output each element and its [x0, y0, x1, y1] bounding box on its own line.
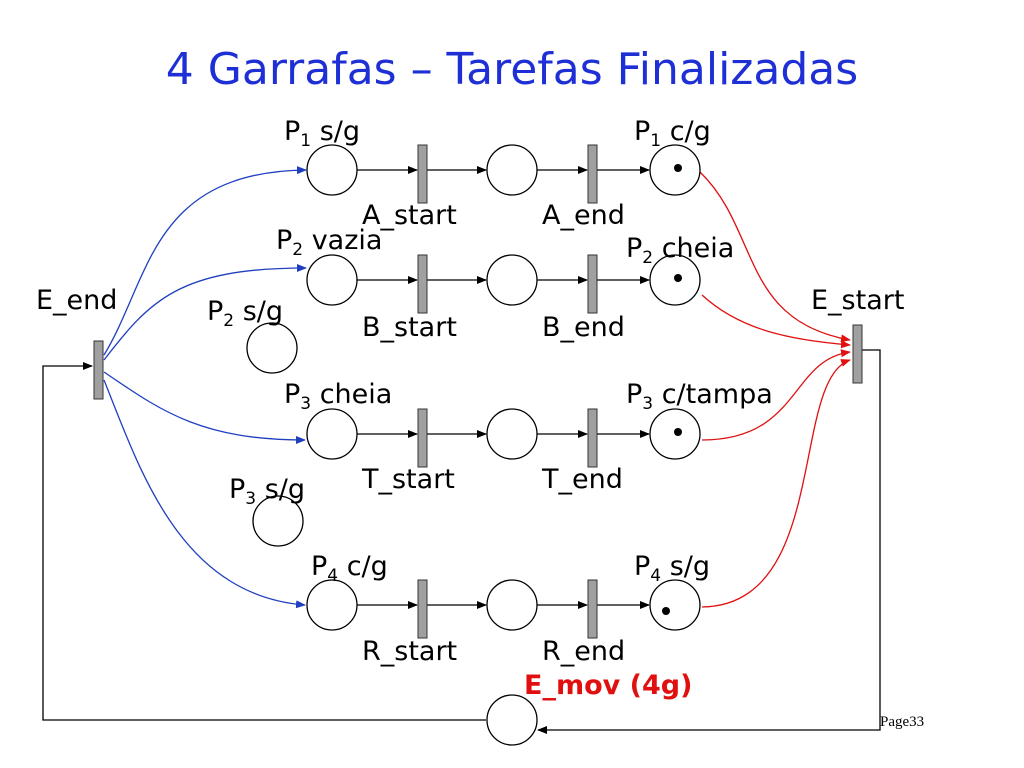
- label-b-start: B_start: [362, 312, 457, 343]
- label-b-end: B_end: [542, 312, 625, 343]
- label-e-start: E_start: [811, 285, 904, 316]
- label-e-mov: E_mov (4g): [524, 670, 692, 701]
- label-a-end: A_end: [542, 200, 625, 231]
- slide-title: 4 Garrafas – Tarefas Finalizadas: [165, 44, 859, 95]
- label-p2-vazia: P2 vazia: [276, 225, 382, 260]
- label-t-start: T_start: [361, 464, 455, 495]
- tokens: [662, 164, 682, 615]
- label-p3-cheia: P3 cheia: [284, 379, 392, 414]
- page-number: Page33: [880, 714, 924, 730]
- label-p4-cg: P4 c/g: [311, 551, 388, 586]
- label-p1-sg: P1 s/g: [284, 116, 360, 151]
- label-r-end: R_end: [542, 636, 625, 667]
- label-p3-ctampa: P3 c/tampa: [626, 379, 773, 414]
- black-arcs: [42, 166, 881, 734]
- transitions: [93, 144, 863, 639]
- places: [246, 144, 701, 746]
- label-a-start: A_start: [362, 200, 457, 231]
- blue-arcs: [103, 166, 307, 609]
- red-arcs: [699, 171, 851, 608]
- label-p3-sg: P3 s/g: [229, 474, 305, 509]
- label-e-end: E_end: [36, 285, 117, 316]
- label-p1-cg: P1 c/g: [634, 116, 711, 151]
- label-p2-sg: P2 s/g: [207, 296, 283, 331]
- label-r-start: R_start: [362, 636, 457, 667]
- label-p2-cheia: P2 cheia: [626, 233, 734, 268]
- label-p4-sg: P4 s/g: [634, 551, 710, 586]
- label-t-end: T_end: [541, 464, 623, 495]
